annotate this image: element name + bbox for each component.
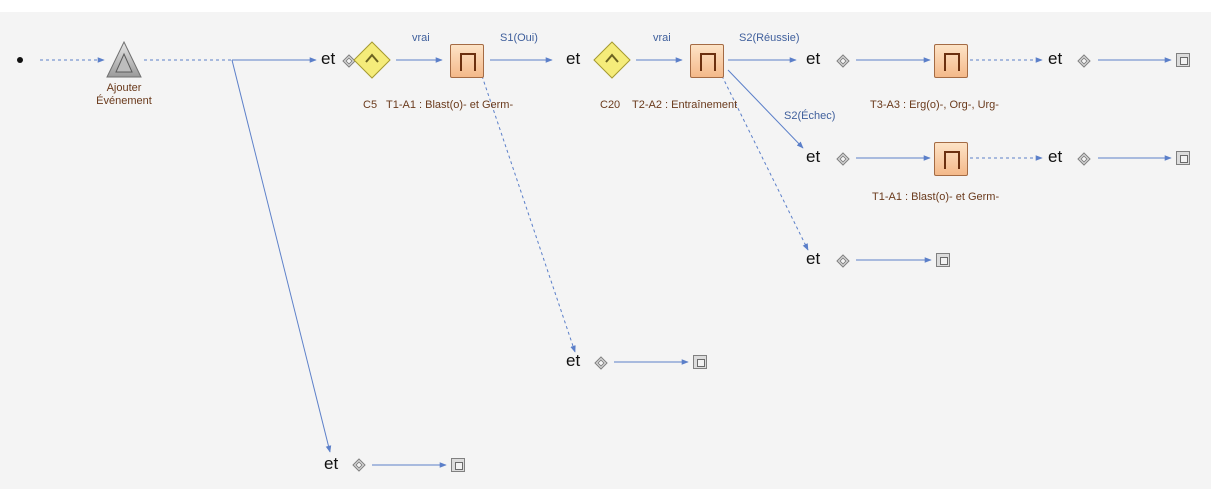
condition-c5-icon[interactable] bbox=[352, 40, 392, 80]
activity-t1-a1-second[interactable] bbox=[934, 142, 968, 176]
start-point[interactable] bbox=[17, 57, 23, 63]
join-label: et bbox=[1048, 147, 1063, 166]
end-node-icon[interactable] bbox=[1176, 53, 1190, 67]
link-t2a2-to-et4 bbox=[727, 69, 804, 149]
join-gateway-icon[interactable] bbox=[342, 54, 356, 68]
add-event-label-line2: Événement bbox=[96, 95, 152, 107]
join-gateway-icon[interactable] bbox=[836, 254, 850, 268]
join-gateway-icon[interactable] bbox=[352, 458, 366, 472]
add-event-icon[interactable] bbox=[104, 40, 144, 80]
end-node-icon[interactable] bbox=[1176, 151, 1190, 165]
activity-t2-a2-label: T2-A2 : Entraînement bbox=[632, 99, 738, 111]
join-label: et bbox=[321, 49, 336, 68]
end-node-icon[interactable] bbox=[936, 253, 950, 267]
condition-c20-label: C20 bbox=[600, 99, 621, 111]
join-gateway-icon[interactable] bbox=[1077, 54, 1091, 68]
condition-c5-label: C5 bbox=[363, 99, 378, 111]
condition-c20-icon[interactable] bbox=[592, 40, 632, 80]
end-node-icon[interactable] bbox=[451, 458, 465, 472]
join-gateway-icon[interactable] bbox=[836, 54, 850, 68]
join-label: et bbox=[566, 49, 581, 68]
condition-s2-echec: S2(Échec) bbox=[784, 110, 836, 122]
activity-t3-a3[interactable] bbox=[934, 44, 968, 78]
link-t1a1-to-et-mid bbox=[481, 75, 576, 353]
condition-s1-oui: S1(Oui) bbox=[500, 32, 538, 44]
activity-t3-a3-label: T3-A3 : Erg(o)-, Org-, Urg- bbox=[870, 99, 999, 111]
join-label: et bbox=[806, 249, 821, 268]
add-event-label: Ajouter Événement bbox=[96, 83, 152, 107]
activity-t2-a2[interactable] bbox=[690, 44, 724, 78]
activity-t1-a1[interactable] bbox=[450, 44, 484, 78]
condition-vrai-1: vrai bbox=[412, 32, 430, 44]
join-label: et bbox=[1048, 49, 1063, 68]
add-event-label-line1: Ajouter bbox=[106, 82, 142, 94]
join-gateway-icon[interactable] bbox=[836, 152, 850, 166]
join-gateway-icon[interactable] bbox=[594, 356, 608, 370]
link-t2a2-to-et5 bbox=[721, 75, 809, 251]
condition-s2-reussie: S2(Réussie) bbox=[739, 32, 800, 44]
join-label: et bbox=[806, 49, 821, 68]
join-gateway-icon[interactable] bbox=[1077, 152, 1091, 166]
join-label: et bbox=[566, 351, 581, 370]
join-label: et bbox=[324, 454, 339, 473]
condition-vrai-2: vrai bbox=[653, 32, 671, 44]
activity-t1-a1-second-label: T1-A1 : Blast(o)- et Germ- bbox=[872, 191, 1000, 203]
end-node-icon[interactable] bbox=[693, 355, 707, 369]
join-label: et bbox=[806, 147, 821, 166]
link-branch-to-et-bottom bbox=[231, 59, 332, 453]
activity-t1-a1-label: T1-A1 : Blast(o)- et Germ- bbox=[386, 99, 514, 111]
